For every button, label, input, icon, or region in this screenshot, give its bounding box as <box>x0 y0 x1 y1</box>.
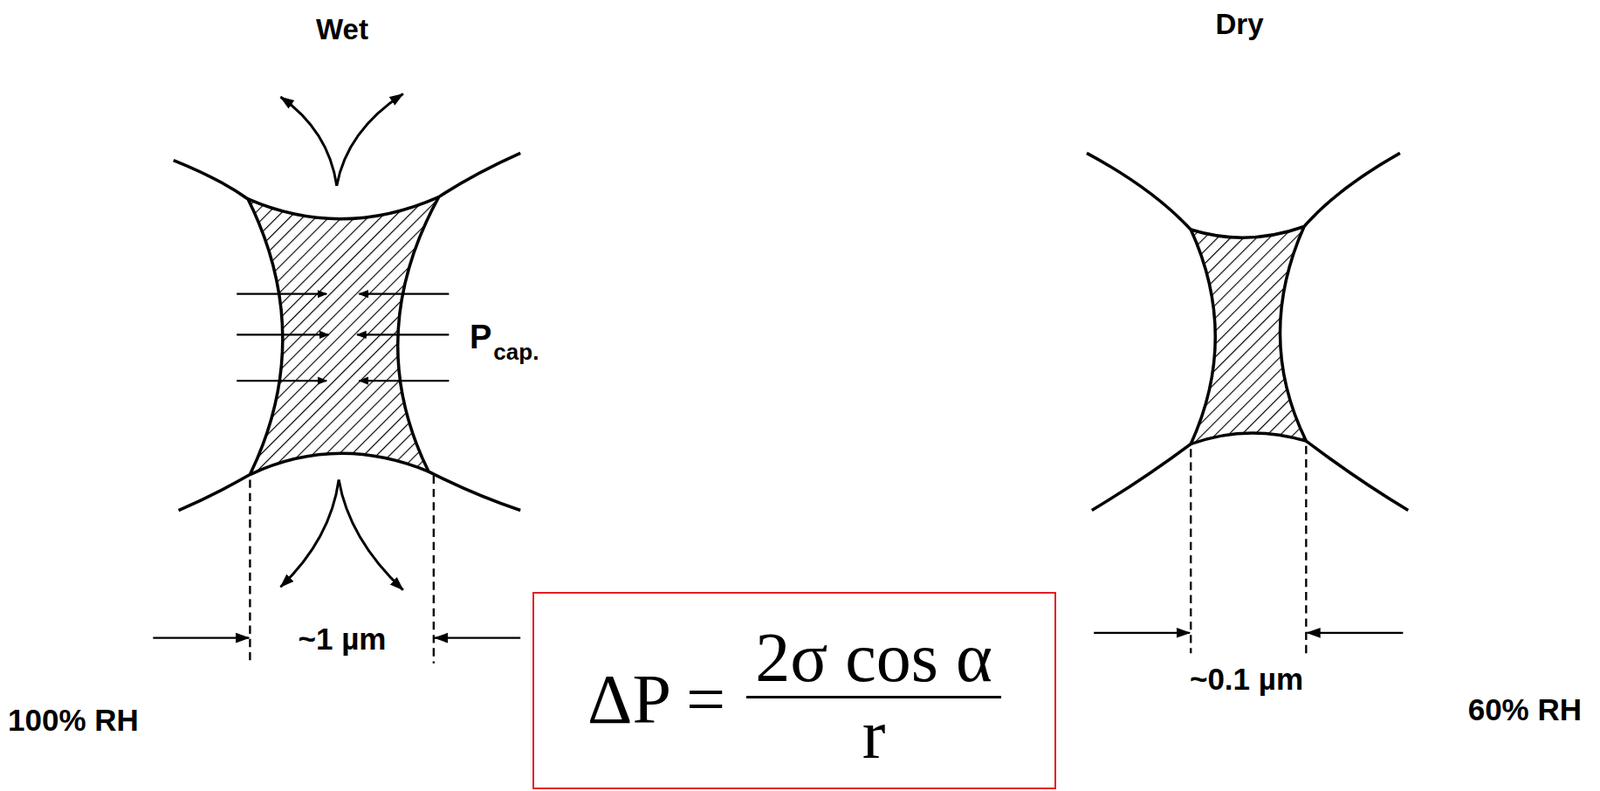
formula-lhs: ΔP = <box>587 664 726 735</box>
humidity-label: 100% RH <box>7 704 139 735</box>
meniscus <box>1190 226 1305 239</box>
meniscus <box>249 453 429 474</box>
pressure-arrows <box>236 294 449 381</box>
pressure-symbol: P <box>469 320 492 354</box>
liquid-bridge <box>1190 226 1306 445</box>
dimension-label: ~0.1 µm <box>1189 663 1304 694</box>
dimension-lines <box>1093 446 1403 653</box>
evaporation-arrow <box>280 96 337 186</box>
formula-numerator: 2σ cos α <box>755 622 993 693</box>
formula-denominator: r <box>862 699 886 770</box>
evaporation-arrow <box>338 479 404 590</box>
formula-box: ΔP = 2σ cos αr <box>532 591 1057 790</box>
particle-wall <box>1086 152 1216 510</box>
humidity-label: 60% RH <box>1468 693 1582 725</box>
evaporation-arrow <box>336 94 404 186</box>
dimension-label: ~1 µm <box>298 623 387 654</box>
state-title: Wet <box>315 14 369 44</box>
dimension-lines <box>152 475 521 664</box>
meniscus <box>247 197 440 220</box>
state-title: Dry <box>1215 9 1264 39</box>
particle-wall <box>398 152 521 510</box>
pressure-subscript: cap. <box>493 340 539 364</box>
evaporation-arrow <box>280 479 339 587</box>
meniscus <box>1190 432 1306 445</box>
particle-wall <box>1280 152 1409 510</box>
fraction-bar <box>746 695 1002 699</box>
